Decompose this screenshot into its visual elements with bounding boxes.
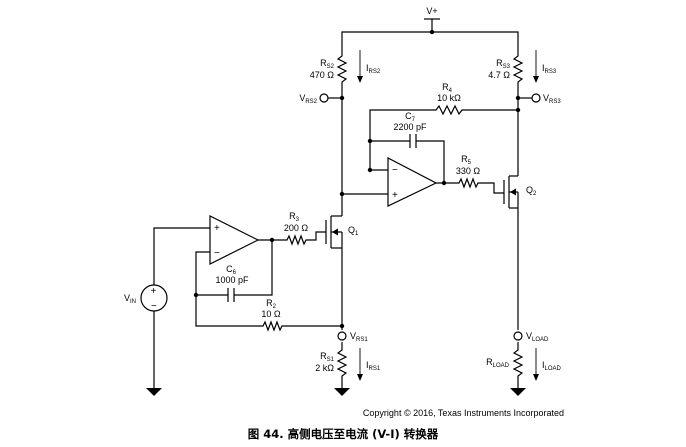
label-rs3: RS3 xyxy=(496,58,511,70)
label-q1: Q1 xyxy=(348,225,359,237)
label-r3: R3 xyxy=(289,211,300,223)
opamp-upper: − + xyxy=(387,157,438,207)
label-vin: VIN xyxy=(124,293,136,305)
figure-caption: 图 44. 高侧电压至电流 (V-I) 转换器 xyxy=(248,427,439,441)
r5-right-wire xyxy=(480,182,504,194)
supply-symbol: V+ xyxy=(424,6,440,20)
junction-c6-left xyxy=(193,292,199,298)
label-rload: RLOAD xyxy=(486,357,510,369)
label-iload: ILOAD xyxy=(542,360,562,372)
junction-vrs3 xyxy=(515,95,521,101)
label-vrs3: VRS3 xyxy=(543,93,561,105)
ground-symbol-rs1 xyxy=(334,388,350,396)
mosfet-q2 xyxy=(503,175,519,209)
label-irs2: IRS2 xyxy=(366,63,381,75)
label-r5: R5 xyxy=(461,154,472,166)
vin-wire xyxy=(153,227,210,285)
resistor-rs1 xyxy=(336,346,348,378)
arrow-irs1 xyxy=(357,348,363,381)
label-vrs2: VRS2 xyxy=(299,93,317,105)
junction-minus-upper xyxy=(367,167,373,173)
arrow-iload xyxy=(533,348,539,381)
r3-right-wire xyxy=(308,231,326,241)
capacitor-c7 xyxy=(409,134,417,148)
label-irs3: IRS3 xyxy=(542,63,557,75)
label-q2: Q2 xyxy=(526,185,537,197)
junction-upper-output xyxy=(441,180,447,186)
ground-symbol-rload xyxy=(510,388,526,396)
arrow-irs3 xyxy=(533,50,539,83)
label-c7: C7 xyxy=(405,111,416,123)
resistor-rload xyxy=(512,346,524,378)
c7-right-wire xyxy=(416,140,445,183)
lower-opamp-minus-sign: − xyxy=(214,248,220,259)
ground-symbol-vin xyxy=(146,388,162,396)
value-rs3: 4.7 Ω xyxy=(488,70,510,80)
capacitor-c6 xyxy=(227,288,235,302)
label-vload: VLOAD xyxy=(526,331,549,343)
value-c7: 2200 pF xyxy=(393,122,427,132)
resistor-r5 xyxy=(456,177,480,189)
r4-left-wire xyxy=(369,109,432,170)
voltage-source-vin: + − xyxy=(140,284,168,312)
vin-minus-sign: − xyxy=(151,301,157,312)
label-vrs1: VRS1 xyxy=(350,331,368,343)
value-r4: 10 kΩ xyxy=(437,93,461,103)
opamp-lower: + − xyxy=(209,215,260,265)
supply-label: V+ xyxy=(426,6,437,16)
lower-opamp-plus-sign: + xyxy=(214,223,220,234)
label-r2: R2 xyxy=(266,298,277,310)
r2-left-wire xyxy=(195,251,260,327)
upper-opamp-minus-sign: − xyxy=(392,165,398,176)
junction-r4-right xyxy=(515,107,521,113)
junction-c7-left xyxy=(367,138,373,144)
resistor-r3 xyxy=(284,234,308,246)
junction-r2-right xyxy=(339,323,345,329)
label-rs2: RS2 xyxy=(320,58,335,70)
junction-plus-upper xyxy=(339,191,345,197)
copyright-text: Copyright © 2016, Texas Instruments Inco… xyxy=(363,408,564,418)
junction-vrs2 xyxy=(339,95,345,101)
value-rs2: 470 Ω xyxy=(310,70,335,80)
resistor-rs2 xyxy=(336,52,348,85)
resistor-r4 xyxy=(432,104,466,116)
value-c6: 1000 pF xyxy=(215,275,249,285)
value-rs1: 2 kΩ xyxy=(315,363,334,373)
terminal-vrs3 xyxy=(531,93,541,103)
upper-opamp-plus-sign: + xyxy=(392,190,398,201)
terminal-vload xyxy=(513,331,523,341)
value-r2: 10 Ω xyxy=(261,309,281,319)
resistor-r2 xyxy=(260,320,284,332)
c6-right-wire xyxy=(234,240,273,296)
resistor-rs3 xyxy=(512,52,524,85)
value-r3: 200 Ω xyxy=(284,223,309,233)
label-c6: C6 xyxy=(226,264,237,276)
value-r5: 330 Ω xyxy=(456,166,481,176)
label-r4: R4 xyxy=(442,82,453,94)
terminal-vrs2 xyxy=(319,93,329,103)
mosfet-q1 xyxy=(325,215,343,249)
junction-supply xyxy=(429,29,435,35)
vin-plus-sign: + xyxy=(151,286,157,297)
terminal-vrs1 xyxy=(337,331,347,341)
arrow-irs2 xyxy=(357,50,363,83)
label-irs1: IRS1 xyxy=(366,360,381,372)
supply-rail xyxy=(341,31,519,52)
junction-lower-output xyxy=(269,237,275,243)
label-rs1: RS1 xyxy=(320,351,335,363)
